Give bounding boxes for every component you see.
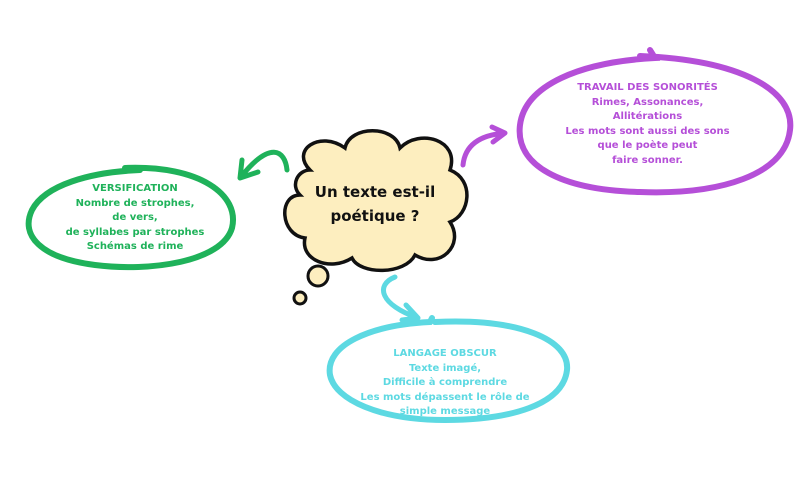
thought-bubble-small bbox=[292, 290, 308, 306]
thought-cloud bbox=[283, 129, 469, 273]
versification-ellipse bbox=[25, 164, 236, 271]
obscur-line: Les mots dépassent le rôle de bbox=[360, 391, 530, 403]
sonorites-line: que le poète peut bbox=[597, 140, 698, 151]
thought-bubble-large bbox=[306, 264, 330, 288]
obscur-line: Texte imagé, bbox=[408, 362, 482, 374]
central-question: Un texte est-il poétique ? bbox=[300, 180, 450, 228]
sonorites-node: TRAVAIL DES SONORITÉS Rimes, Assonances,… bbox=[560, 81, 735, 168]
versification-line: Nombre de strophes, bbox=[75, 197, 195, 209]
sonorites-line: Allitérations bbox=[612, 111, 683, 122]
versification-node: VERSIFICATION Nombre de strophes, de ver… bbox=[60, 182, 210, 255]
sonorites-line: faire sonner. bbox=[612, 154, 683, 166]
sonorites-ellipse bbox=[516, 47, 794, 196]
obscur-title: LANGAGE OBSCUR bbox=[393, 348, 497, 359]
versification-line: de vers, bbox=[112, 212, 158, 223]
arrow-to-sonorites bbox=[460, 124, 508, 168]
obscur-node: LANGAGE OBSCUR Texte imagé, Difficile à … bbox=[360, 347, 530, 420]
central-question-line: poétique ? bbox=[330, 207, 420, 225]
obscur-line: simple message bbox=[399, 406, 491, 417]
versification-line: Schémas de rime bbox=[86, 241, 184, 252]
sonorites-line: Rimes, Assonances, bbox=[591, 96, 704, 108]
obscur-line: Difficile à comprendre bbox=[382, 377, 508, 388]
arrow-to-obscur bbox=[381, 274, 421, 323]
sonorites-title: TRAVAIL DES SONORITÉS bbox=[577, 82, 718, 93]
versification-title: VERSIFICATION bbox=[92, 183, 178, 194]
arrow-to-versification bbox=[237, 149, 290, 181]
central-question-line: Un texte est-il bbox=[314, 183, 436, 201]
sonorites-line: Les mots sont aussi des sons bbox=[565, 125, 730, 137]
versification-line: de syllabes par strophes bbox=[65, 226, 205, 238]
obscur-ellipse bbox=[326, 315, 571, 424]
